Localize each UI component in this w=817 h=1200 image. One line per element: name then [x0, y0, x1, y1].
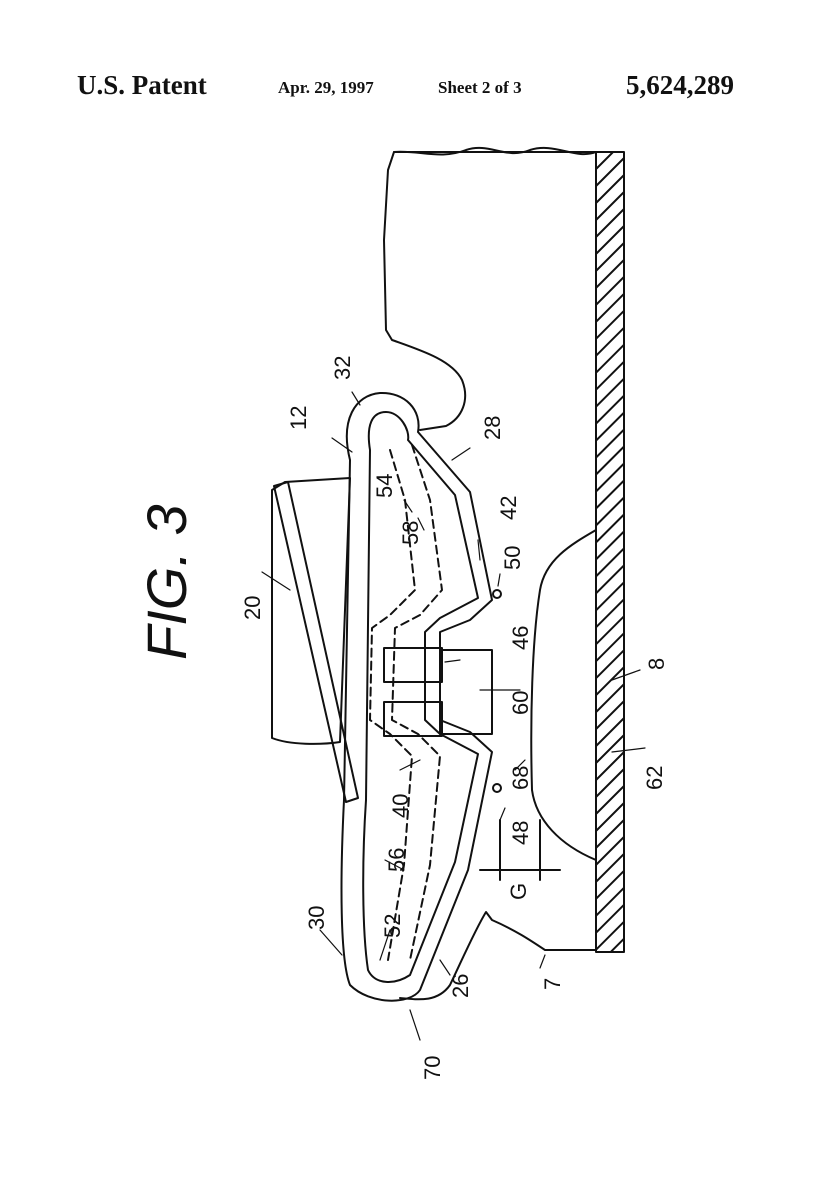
label-8: 8 [644, 658, 669, 670]
header-sheet: Sheet 2 of 3 [438, 78, 522, 97]
label-26: 26 [448, 974, 473, 998]
contact-bump-48 [492, 783, 502, 793]
label-70: 70 [420, 1056, 445, 1080]
base-plate [595, 151, 625, 953]
label-60: 60 [508, 691, 533, 715]
label-62: 62 [642, 766, 667, 790]
label-42: 42 [496, 496, 521, 520]
housing-top-edge [393, 146, 597, 156]
label-30: 30 [304, 906, 329, 930]
label-32: 32 [330, 356, 355, 380]
label-7: 7 [540, 978, 565, 990]
label-52: 52 [380, 914, 405, 938]
label-46: 46 [508, 626, 533, 650]
contact-bump-50 [492, 589, 502, 599]
key-cap-20 [271, 477, 351, 745]
label-12: 12 [286, 406, 311, 430]
housing-lower-outline [399, 911, 597, 1001]
label-68: 68 [508, 766, 533, 790]
label-58: 58 [398, 521, 423, 545]
label-50: 50 [500, 546, 525, 570]
key-stem-20 [273, 481, 359, 803]
contact-block-40 [383, 701, 443, 737]
label-G: G [506, 883, 531, 900]
housing-outline [383, 151, 597, 431]
leader-lines [261, 391, 646, 1041]
label-20: 20 [240, 596, 265, 620]
label-54: 54 [372, 474, 397, 498]
clip-inner-loop [362, 411, 479, 983]
contact-block-46 [383, 647, 443, 683]
header-patent-number: 5,624,289 [626, 70, 734, 100]
label-56: 56 [384, 848, 409, 872]
spring-dashed-2 [369, 449, 416, 961]
header-left-text: U.S. Patent [77, 70, 207, 100]
contact-block-60 [439, 649, 493, 735]
boss-62 [530, 529, 597, 861]
spring-dashed [391, 444, 443, 961]
clip-outer-loop [340, 391, 493, 1002]
label-48: 48 [508, 821, 533, 845]
header-date: Apr. 29, 1997 [278, 78, 374, 97]
label-28: 28 [480, 416, 505, 440]
figure-title: FIG. 3 [135, 504, 198, 660]
label-40: 40 [388, 794, 413, 818]
